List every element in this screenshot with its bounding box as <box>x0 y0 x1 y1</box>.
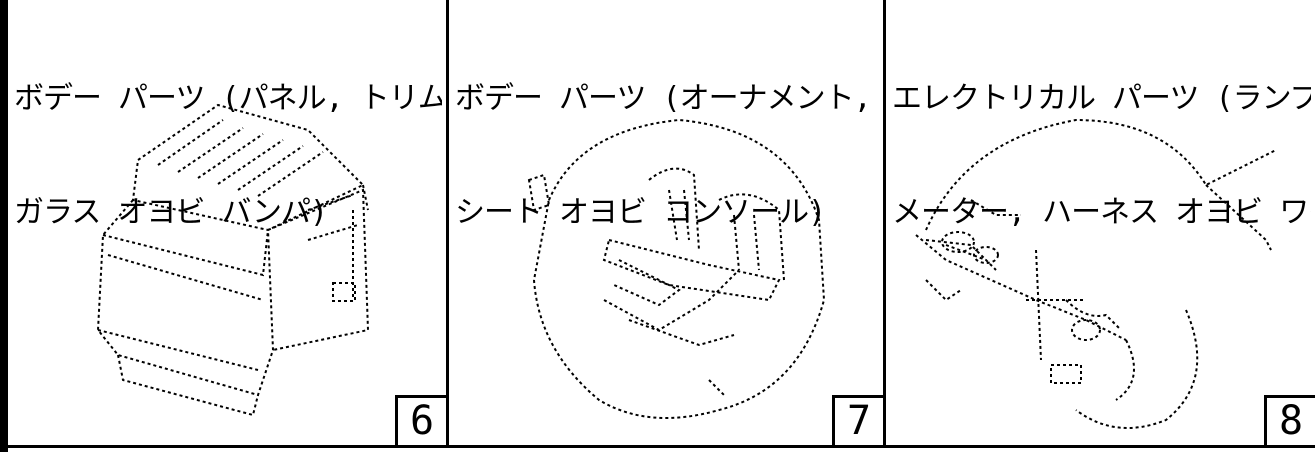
panel-title-line1: エレクトリカル パーツ (ランプ, <box>892 81 1311 116</box>
panel-number-badge: 8 <box>1264 395 1315 445</box>
panel-title: ボデー パーツ (パネル, トリム, ガラス オヨビ バンパ) <box>14 4 442 308</box>
panel-title: ボデー パーツ (オーナメント, ミラー, シート オヨビ コンソール) <box>455 4 879 308</box>
seat-console-icon <box>527 118 826 419</box>
panel-title-line2: ガラス オヨビ バンパ) <box>14 195 328 230</box>
category-panel-electrical-parts[interactable]: エレクトリカル パーツ (ランプ, メーター, ハーネス オヨビ ワイパ) 8 <box>886 0 1315 448</box>
category-panel-body-parts-ornament[interactable]: ボデー パーツ (オーナメント, ミラー, シート オヨビ コンソール) 7 <box>449 0 886 448</box>
panel-title-line1: ボデー パーツ (オーナメント, ミラー, <box>455 81 872 116</box>
panel-title: エレクトリカル パーツ (ランプ, メーター, ハーネス オヨビ ワイパ) <box>892 4 1311 308</box>
panel-number-badge: 7 <box>832 395 883 445</box>
panel-number-badge: 6 <box>395 395 446 445</box>
panel-title-line2: シート オヨビ コンソール) <box>455 195 826 230</box>
lamp-harness-icon <box>915 118 1277 429</box>
category-panel-body-parts-panels[interactable]: ボデー パーツ (パネル, トリム, ガラス オヨビ バンパ) 6 <box>8 0 449 448</box>
panel-title-line1: ボデー パーツ (パネル, トリム, <box>14 81 442 116</box>
panel-title-line2: メーター, ハーネス オヨビ ワイパ) <box>892 195 1311 230</box>
parts-category-grid: ボデー パーツ (パネル, トリム, ガラス オヨビ バンパ) 6 ボデー パー… <box>8 0 1315 452</box>
truck-cab-body-icon <box>96 103 370 417</box>
